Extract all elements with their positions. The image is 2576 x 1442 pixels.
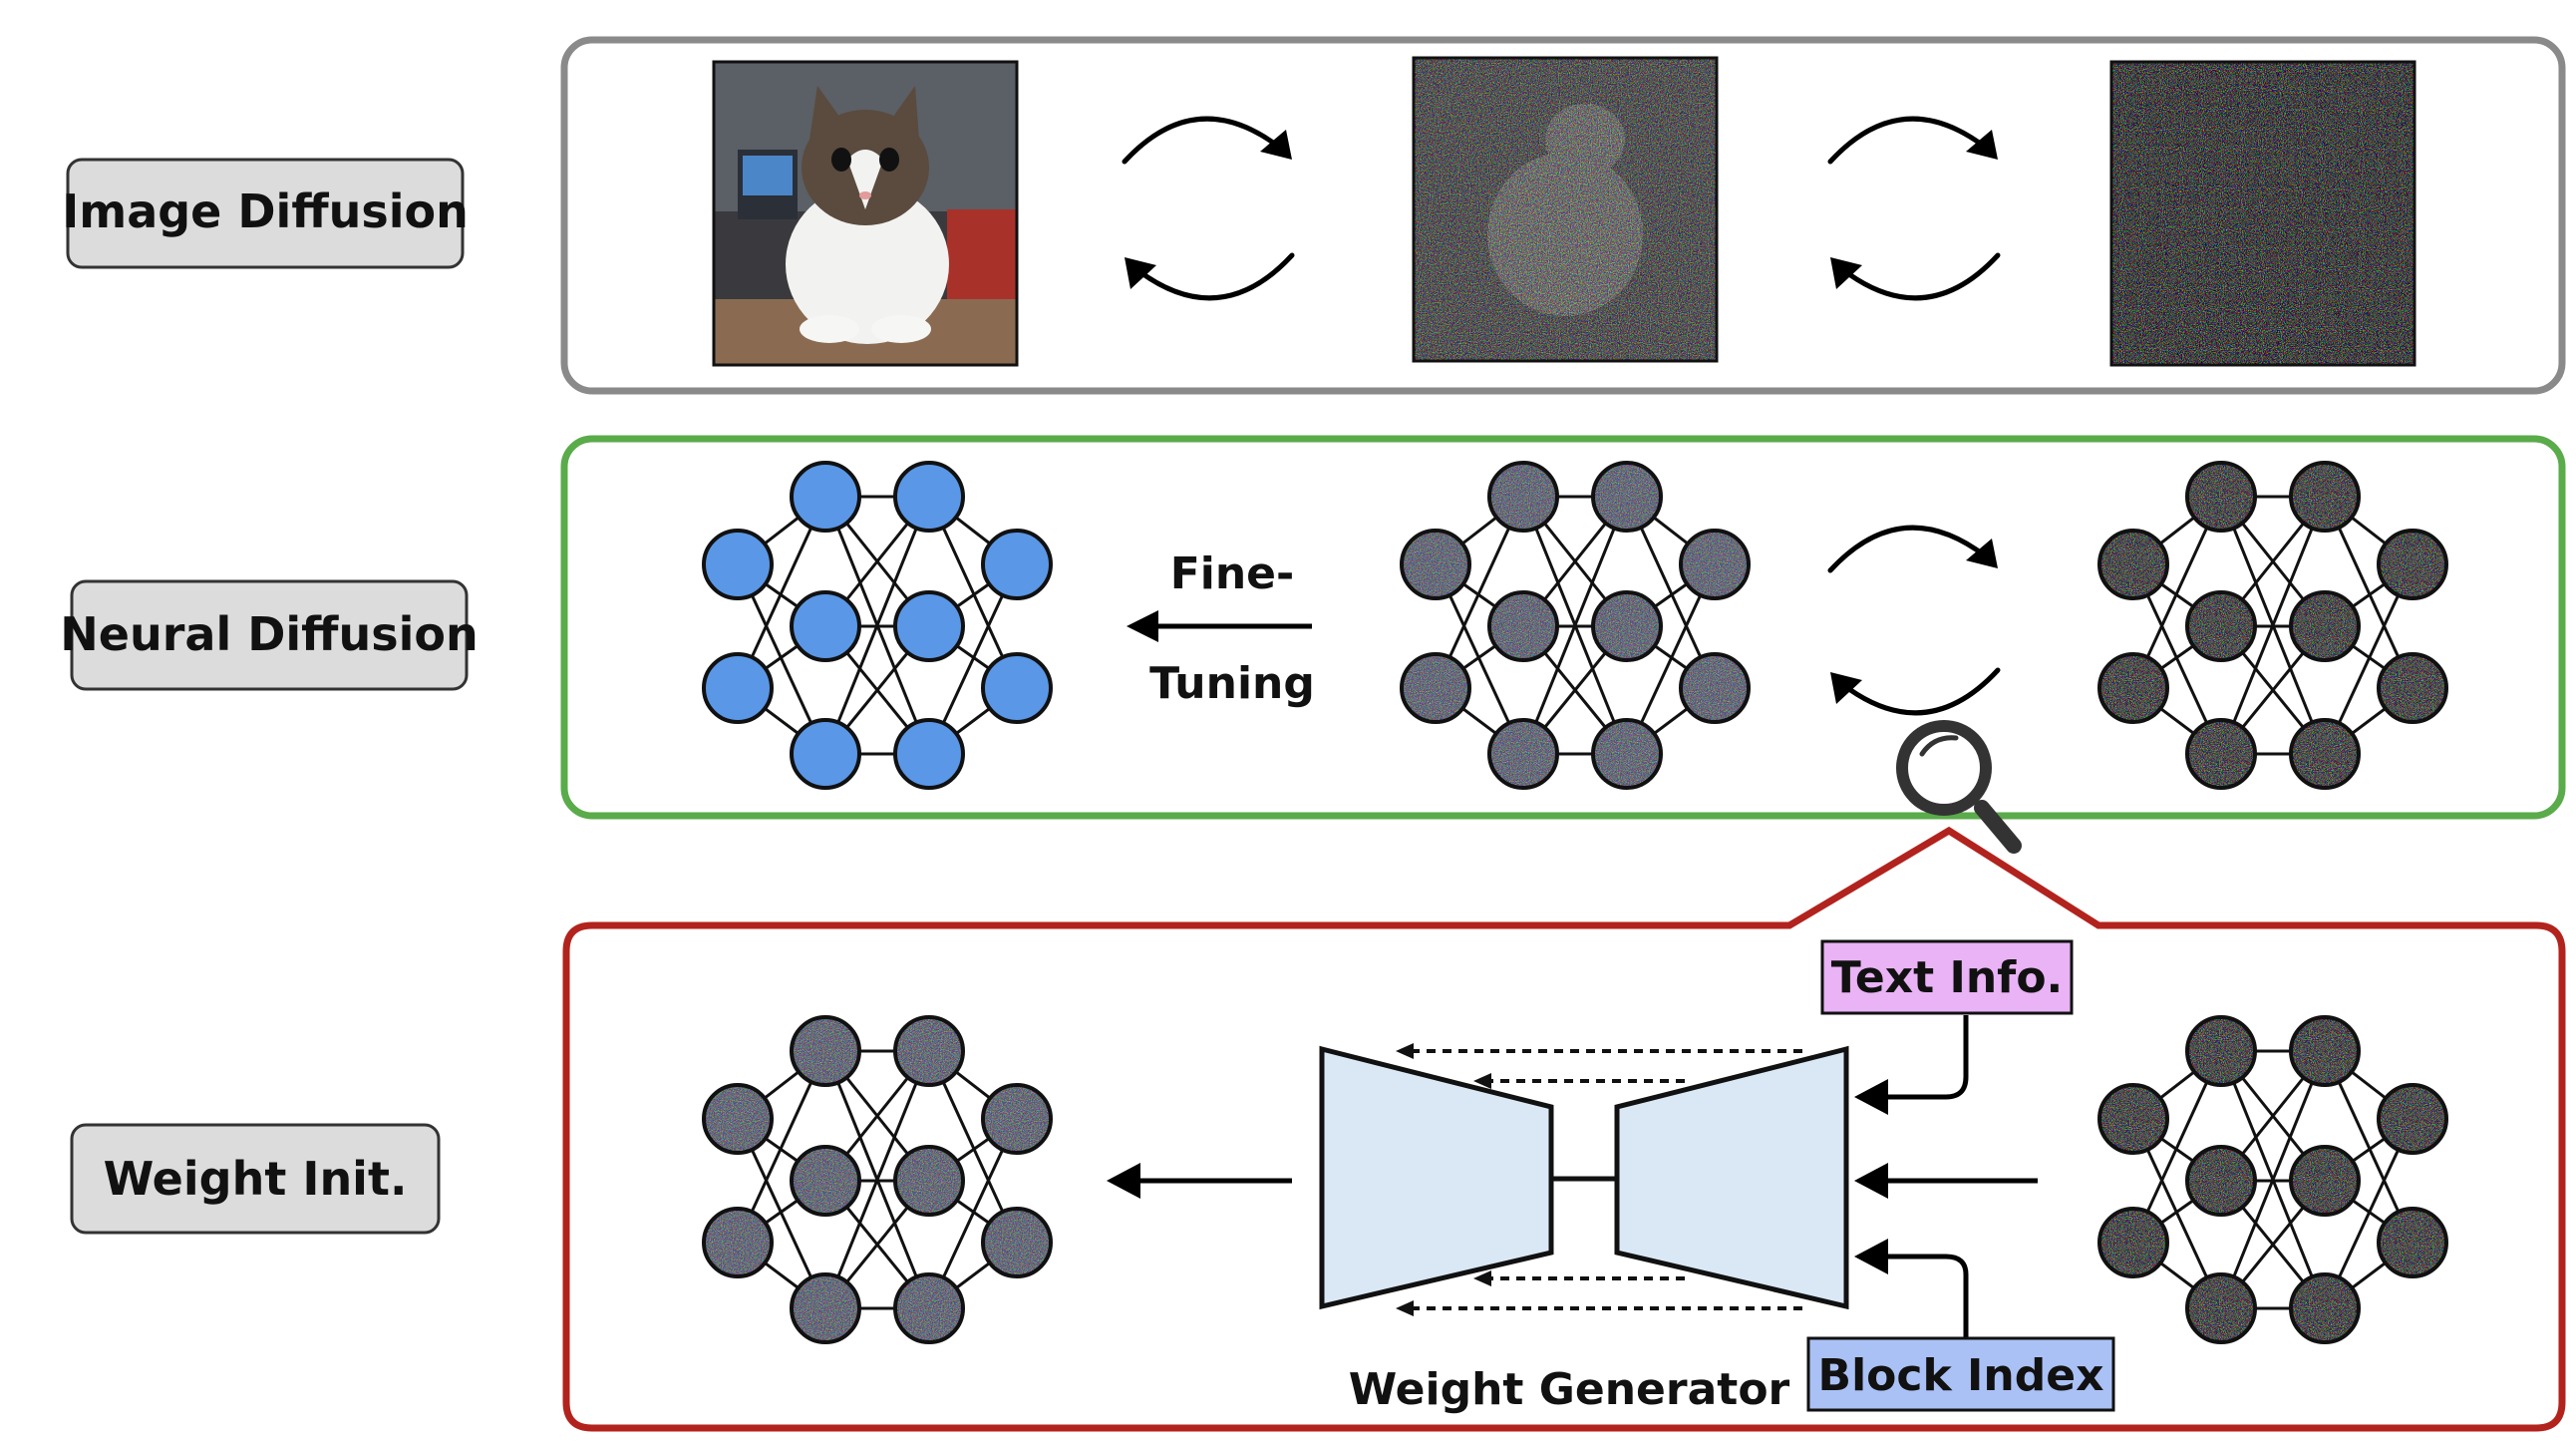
network-node — [1591, 461, 1663, 533]
panel-image-diffusion — [560, 36, 2566, 395]
svg-text:Text Info.: Text Info. — [1831, 952, 2064, 1003]
network-node — [1400, 652, 1471, 724]
neural-network-noise-input — [2097, 1015, 2448, 1344]
svg-text:Neural Diffusion: Neural Diffusion — [60, 607, 478, 661]
network-node — [2289, 1015, 2361, 1087]
network-node — [2185, 1015, 2257, 1087]
input-arrow — [1854, 1163, 2038, 1199]
network-node — [1487, 718, 1559, 790]
neural-network-initialized — [702, 1015, 1053, 1344]
skip-connections — [1408, 1049, 1802, 1310]
network-node — [1679, 652, 1751, 724]
network-node — [2185, 1272, 2257, 1344]
neural-network-partially-noised — [1400, 461, 1751, 790]
network-node — [2097, 652, 2169, 724]
cycle-arrows-icon — [1827, 525, 2001, 716]
cycle-arrows-icon — [1122, 116, 1295, 301]
network-node — [893, 1145, 965, 1217]
row-label-weight-init: Weight Init. — [70, 1123, 441, 1235]
network-node — [893, 590, 965, 662]
text-info-connector — [1854, 1015, 1969, 1115]
network-node — [2289, 1145, 2361, 1217]
weight-generator-label: Weight Generator — [1349, 1364, 1790, 1415]
cat-photo — [714, 62, 1017, 365]
text-info-tag: Text Info. — [1820, 939, 2074, 1015]
network-node — [981, 529, 1053, 600]
network-node — [702, 1207, 774, 1278]
generator-decoder — [1614, 1045, 1849, 1310]
noisy-cat-image — [1412, 56, 1719, 363]
network-node — [790, 718, 861, 790]
network-node — [702, 529, 774, 600]
network-node — [2289, 461, 2361, 533]
svg-text:Image Diffusion: Image Diffusion — [62, 184, 469, 238]
generator-encoder — [1319, 1045, 1554, 1310]
network-edge — [1521, 496, 1629, 755]
panel-neural-diffusion — [560, 435, 2566, 820]
cycle-arrows-icon — [1827, 116, 2001, 301]
fine-tuning-arrow — [1127, 610, 1312, 642]
row-label-image-diffusion: Image Diffusion — [62, 158, 469, 269]
network-node — [1679, 529, 1751, 600]
pure-noise-image — [2109, 60, 2416, 367]
svg-text:Block Index: Block Index — [1818, 1350, 2104, 1401]
network-node — [1487, 461, 1559, 533]
network-node — [2185, 461, 2257, 533]
network-node — [2185, 1145, 2257, 1217]
network-node — [893, 1272, 965, 1344]
network-node — [2377, 529, 2448, 600]
network-node — [981, 1083, 1053, 1155]
network-node — [2185, 590, 2257, 662]
network-node — [1487, 590, 1559, 662]
fine-tuning-label-line2: Tuning — [1149, 658, 1315, 709]
network-node — [2097, 1083, 2169, 1155]
network-node — [1591, 718, 1663, 790]
output-arrow — [1107, 1163, 1292, 1199]
network-node — [893, 718, 965, 790]
skip-arrowheads — [1396, 1043, 1491, 1316]
network-node — [790, 461, 861, 533]
row-label-neural-diffusion: Neural Diffusion — [60, 579, 479, 691]
network-node — [790, 1145, 861, 1217]
svg-text:Weight Init.: Weight Init. — [104, 1152, 408, 1206]
network-node — [2289, 718, 2361, 790]
network-node — [2097, 529, 2169, 600]
network-node — [2185, 718, 2257, 790]
network-node — [2097, 1207, 2169, 1278]
network-node — [790, 1015, 861, 1087]
neural-network-clean — [702, 461, 1053, 790]
network-node — [1591, 590, 1663, 662]
network-node — [2377, 1207, 2448, 1278]
network-node — [2377, 652, 2448, 724]
network-node — [702, 1083, 774, 1155]
network-node — [790, 590, 861, 662]
network-node — [893, 461, 965, 533]
network-node — [2377, 1083, 2448, 1155]
block-index-connector — [1854, 1239, 1969, 1338]
network-edge — [823, 1050, 931, 1309]
network-node — [893, 1015, 965, 1087]
network-node — [702, 652, 774, 724]
network-node — [981, 1207, 1053, 1278]
network-edge — [2219, 1050, 2327, 1309]
panel-weight-init — [562, 826, 2566, 1432]
network-node — [2289, 590, 2361, 662]
network-node — [2289, 1272, 2361, 1344]
network-edge — [823, 496, 931, 755]
network-edge — [2219, 496, 2327, 755]
block-index-tag: Block Index — [1806, 1336, 2115, 1412]
network-node — [790, 1272, 861, 1344]
network-node — [1400, 529, 1471, 600]
magnifier-icon — [1896, 720, 2022, 854]
fine-tuning-label-line1: Fine- — [1170, 548, 1295, 599]
network-node — [981, 652, 1053, 724]
neural-network-noised — [2097, 461, 2448, 790]
